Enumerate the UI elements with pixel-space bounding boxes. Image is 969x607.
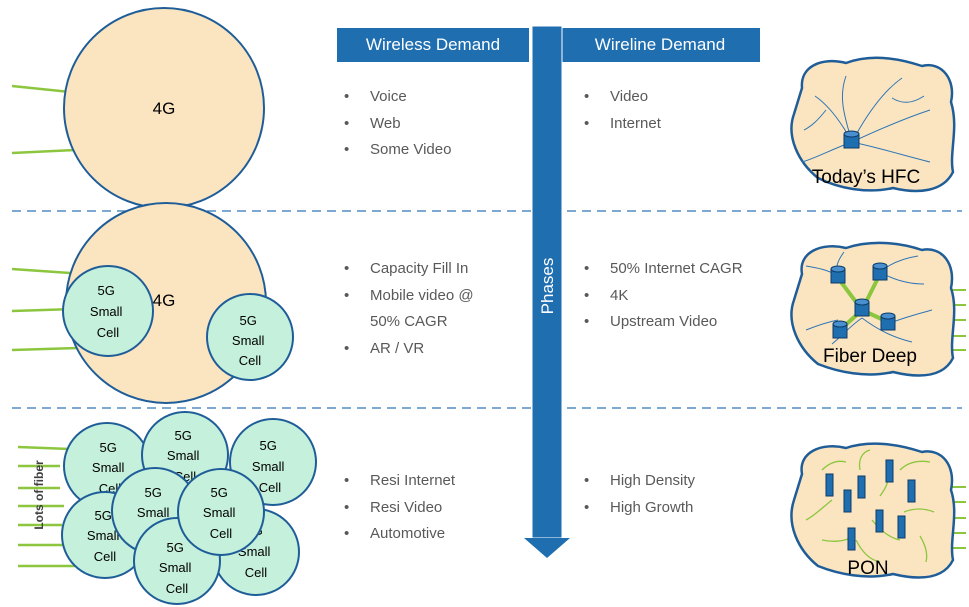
small-cell: 5G Small Cell <box>62 265 154 357</box>
phases-label: Phases <box>538 258 557 315</box>
node-icon <box>832 320 848 339</box>
svg-text:5G Small Cell: 5G Small Cell <box>252 438 288 495</box>
list-item: Capacity Fill In <box>338 256 474 283</box>
phase3-wireline-list: High Density High Growth <box>578 468 695 521</box>
list-item: Web <box>338 111 451 138</box>
list-item: Automotive <box>338 521 455 548</box>
pon-terminal-icon <box>897 515 906 539</box>
phase2-wireless-list: Capacity Fill In Mobile video @ 50% CAGR… <box>338 256 474 362</box>
phase1-wireless-list: Voice Web Some Video <box>338 84 451 164</box>
small-cell: 5G Small Cell <box>177 468 265 556</box>
lots-of-fiber-label: Lots of fiber <box>32 460 46 530</box>
pon-network-map: PON <box>790 442 966 579</box>
phase2-wireline-list: 50% Internet CAGR 4K Upstream Video <box>578 256 743 336</box>
list-item: Voice <box>338 84 451 111</box>
list-item: 4K <box>578 283 743 310</box>
list-item: High Density <box>578 468 695 495</box>
list-item: Resi Video <box>338 495 455 522</box>
list-item: High Growth <box>578 495 695 522</box>
small-cell: 5G Small Cell <box>206 293 294 381</box>
hub-icon <box>843 130 860 149</box>
list-item: AR / VR <box>338 336 474 363</box>
fiber-deep-network-map: Fiber Deep <box>790 241 966 377</box>
node-icon <box>872 262 888 281</box>
pon-label: PON <box>847 558 888 579</box>
node-icon <box>854 298 870 317</box>
pon-terminal-icon <box>885 459 894 483</box>
svg-text:5G Small Cell: 5G Small Cell <box>159 540 195 596</box>
wireless-demand-header: Wireless Demand <box>337 28 529 62</box>
list-item: Upstream Video <box>578 309 743 336</box>
fiber-deep-label: Fiber Deep <box>823 346 917 367</box>
list-item: Resi Internet <box>338 468 455 495</box>
pon-terminal-icon <box>875 509 884 533</box>
list-item: Video <box>578 84 661 111</box>
svg-text:5G Small Cell: 5G Small Cell <box>90 283 126 340</box>
wireline-demand-header-label: Wireline Demand <box>594 35 726 54</box>
pon-terminal-icon <box>847 527 856 551</box>
wireless-demand-header-label: Wireless Demand <box>365 35 501 54</box>
list-item: 50% CAGR <box>370 313 448 330</box>
hfc-network-map: Today’s HFC <box>790 56 956 193</box>
svg-text:5G Small Cell: 5G Small Cell <box>232 313 268 368</box>
phase1-wireline-list: Video Internet <box>578 84 661 137</box>
small-cell-cluster: 5G Small Cell 5G Small Cell 5G Small Cel… <box>61 411 317 605</box>
pon-terminal-icon <box>857 475 866 499</box>
node-icon <box>830 265 846 284</box>
list-item: Mobile video @ <box>338 283 474 310</box>
pon-terminal-icon <box>843 489 852 513</box>
phases-arrow: Phases <box>524 25 570 558</box>
list-item: Internet <box>578 111 661 138</box>
hfc-label: Today’s HFC <box>812 167 920 188</box>
pon-terminal-icon <box>907 479 916 503</box>
phase2-4g-label: 4G <box>153 291 176 310</box>
list-item: 50% Internet CAGR <box>578 256 743 283</box>
pon-terminal-icon <box>825 473 834 497</box>
svg-text:5G Small Cell: 5G Small Cell <box>203 485 239 541</box>
list-item: Some Video <box>338 137 451 164</box>
svg-text:5G Small Cell: 5G Small Cell <box>87 508 123 564</box>
wireline-demand-header: Wireline Demand <box>560 28 760 62</box>
node-icon <box>880 312 896 331</box>
phase3-wireless-list: Resi Internet Resi Video Automotive <box>338 468 455 548</box>
phase3-fiber-lines <box>17 445 78 568</box>
phase1-4g-label: 4G <box>153 99 176 118</box>
phase1-fiber-lines <box>11 84 76 155</box>
